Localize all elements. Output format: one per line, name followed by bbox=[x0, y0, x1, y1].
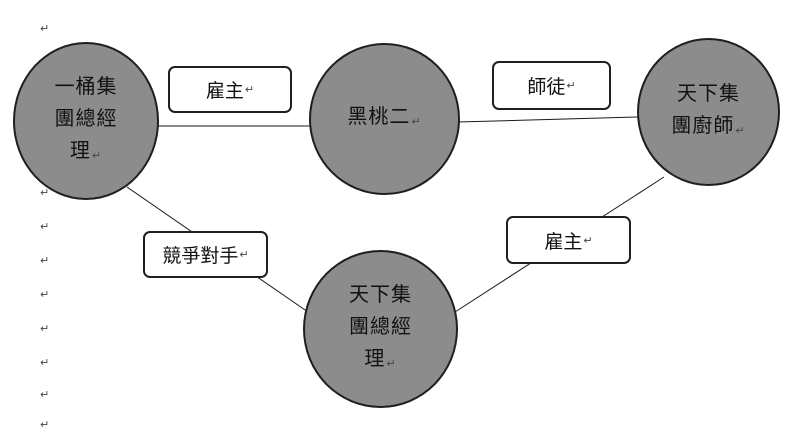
node-label-text: 理 bbox=[364, 346, 386, 370]
node-label: 一桶集 團總經 理↵ bbox=[55, 70, 118, 172]
return-mark: ↵ bbox=[239, 248, 249, 261]
node-tianxia-general-manager[interactable]: 天下集 團總經 理↵ bbox=[303, 250, 458, 408]
paragraph-mark: ↵ bbox=[40, 220, 50, 233]
node-label-text: 團廚師 bbox=[671, 113, 735, 137]
node-label-line: 一桶集 bbox=[54, 74, 118, 98]
paragraph-mark: ↵ bbox=[40, 418, 50, 431]
edge-label-text: 競爭對手 bbox=[162, 245, 239, 267]
return-mark: ↵ bbox=[411, 115, 422, 128]
paragraph-mark: ↵ bbox=[40, 288, 50, 301]
edge-label-master-apprentice[interactable]: 師徒↵ bbox=[492, 61, 611, 110]
return-mark: ↵ bbox=[735, 124, 746, 137]
node-label: 天下集 團總經 理↵ bbox=[349, 278, 412, 380]
node-heitao-er[interactable]: 黑桃二↵ bbox=[309, 43, 460, 195]
paragraph-mark: ↵ bbox=[40, 388, 50, 401]
return-mark: ↵ bbox=[244, 83, 255, 96]
edge-label-competitor[interactable]: 競爭對手↵ bbox=[143, 231, 268, 278]
edge-label-text: 雇主 bbox=[205, 80, 244, 102]
paragraph-mark: ↵ bbox=[40, 322, 50, 335]
node-label-line: 團廚師↵ bbox=[671, 109, 745, 147]
paragraph-mark: ↵ bbox=[40, 22, 50, 35]
node-label-text: 黑桃二 bbox=[347, 104, 411, 128]
return-mark: ↵ bbox=[91, 149, 103, 162]
paragraph-mark: ↵ bbox=[40, 254, 50, 267]
return-mark: ↵ bbox=[386, 357, 397, 370]
node-label-line: 理↵ bbox=[55, 134, 118, 172]
paragraph-mark: ↵ bbox=[40, 186, 50, 199]
edge-label-employer-2[interactable]: 雇主↵ bbox=[506, 216, 631, 264]
node-label: 天下集 團廚師↵ bbox=[671, 77, 745, 147]
paragraph-mark: ↵ bbox=[40, 356, 50, 369]
node-label-line: 理↵ bbox=[349, 342, 412, 380]
node-label-line: 團總經 bbox=[54, 106, 118, 130]
edge-n2-n3 bbox=[457, 116, 639, 123]
return-mark: ↵ bbox=[566, 79, 576, 92]
node-label-line: 天下集 bbox=[349, 282, 412, 306]
edge-label-text: 雇主 bbox=[544, 230, 583, 253]
return-mark: ↵ bbox=[583, 233, 593, 247]
node-label-line: 團總經 bbox=[349, 314, 412, 338]
node-label: 黑桃二↵ bbox=[347, 100, 421, 138]
node-label-line: 天下集 bbox=[677, 81, 740, 105]
node-label-line: 黑桃二↵ bbox=[347, 100, 421, 138]
node-tianxia-chef[interactable]: 天下集 團廚師↵ bbox=[637, 38, 780, 186]
node-yitong-general-manager[interactable]: 一桶集 團總經 理↵ bbox=[13, 42, 159, 200]
edge-label-employer-1[interactable]: 雇主↵ bbox=[168, 66, 292, 113]
edge-label-text: 師徒 bbox=[527, 76, 566, 98]
node-label-text: 理 bbox=[69, 138, 91, 162]
